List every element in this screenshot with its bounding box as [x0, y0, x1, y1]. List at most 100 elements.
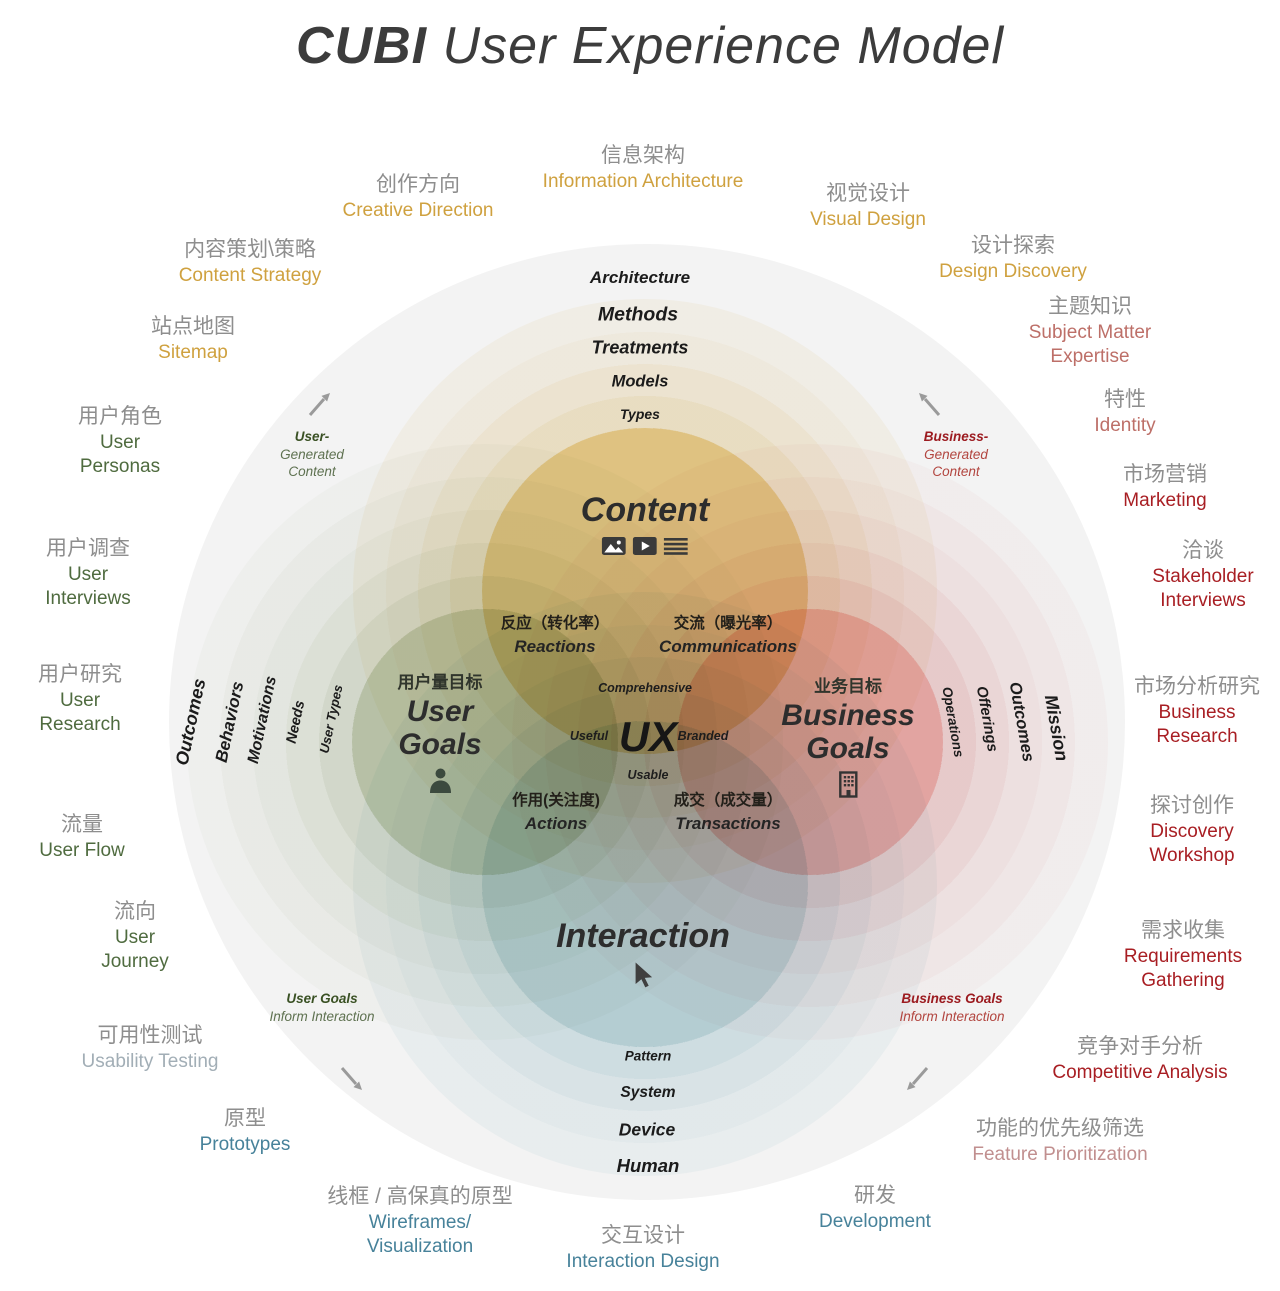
arrow-down-left-icon — [900, 1056, 934, 1095]
ux-center-label: UX — [618, 713, 678, 760]
label-content-strategy: 内容策划\策略 Content Strategy — [135, 237, 365, 288]
business-goals-label-line1: Business — [781, 699, 915, 732]
label-business-research: 市场分析研究 Business Research — [1132, 674, 1262, 750]
ux-comprehensive-label: Comprehensive — [598, 681, 692, 695]
label-zh: 用户调查 — [46, 537, 130, 560]
label-stakeholder-interviews: 洽谈 Stakeholder Interviews — [1133, 538, 1273, 614]
note-bold: User- — [294, 429, 330, 444]
label-usability-testing: 可用性测试 Usability Testing — [55, 1023, 245, 1074]
label-zh: 市场营销 — [1123, 463, 1207, 486]
ring-label-models: Models — [611, 372, 669, 391]
label-zh: 信息架构 — [601, 144, 685, 167]
actions-zh: 作用(关注度) — [512, 792, 600, 809]
label-en: Usability Testing — [81, 1050, 219, 1072]
label-zh: 需求收集 — [1141, 919, 1225, 942]
note-rest: Inform Interaction — [269, 1008, 375, 1024]
label-sitemap: 站点地图 Sitemap — [113, 314, 273, 365]
label-marketing: 市场营销 Marketing — [1100, 462, 1230, 513]
label-zh: 设计探索 — [971, 234, 1055, 257]
reactions-en: Reactions — [514, 637, 596, 657]
label-en: Development — [819, 1210, 931, 1232]
label-en: Competitive Analysis — [1052, 1061, 1228, 1083]
label-zh: 原型 — [224, 1107, 266, 1130]
ux-usable-label: Usable — [627, 768, 669, 782]
ring-label-architecture: Architecture — [589, 268, 691, 287]
business-goals-label-zh: 业务目标 — [813, 677, 882, 696]
label-en: Business Research — [1156, 701, 1238, 748]
communications-zh: 交流（曝光率） — [673, 615, 783, 632]
person-icon — [398, 767, 483, 798]
user-goals-label-line2: Goals — [398, 728, 482, 761]
user-goals-inform-interaction-note: User Goals Inform Interaction — [267, 990, 377, 1025]
label-en: Design Discovery — [939, 260, 1087, 282]
user-goals-label-zh: 用户量目标 — [397, 673, 483, 692]
label-subject-matter-expertise: 主题知识 Subject Matter Expertise — [1005, 294, 1175, 370]
note-bold: Business Goals — [901, 991, 1003, 1006]
label-zh: 可用性测试 — [97, 1024, 203, 1047]
note-rest: Inform Interaction — [899, 1008, 1005, 1024]
note-rest: Generated Content — [924, 446, 988, 480]
label-feature-prioritization: 功能的优先级筛选 Feature Prioritization — [930, 1116, 1190, 1167]
label-zh: 交互设计 — [601, 1224, 685, 1247]
ring-label-device: Device — [618, 1119, 676, 1140]
transactions-label: 成交（成交量） Transactions — [674, 790, 783, 837]
label-design-discovery: 设计探索 Design Discovery — [903, 233, 1123, 284]
text-lines-icon — [663, 537, 688, 560]
user-goals-label-line1: User — [406, 695, 474, 728]
actions-en: Actions — [524, 814, 588, 834]
transactions-en: Transactions — [675, 814, 781, 834]
label-zh: 流量 — [61, 813, 103, 836]
label-en: Stakeholder Interviews — [1152, 565, 1254, 612]
label-zh: 特性 — [1104, 388, 1146, 411]
transactions-zh: 成交（成交量） — [673, 792, 783, 809]
actions-label: 作用(关注度) Actions — [512, 790, 600, 837]
ring-label-treatments: Treatments — [591, 337, 689, 358]
label-development: 研发 Development — [795, 1183, 955, 1234]
label-zh: 创作方向 — [376, 173, 460, 196]
video-icon — [632, 537, 657, 560]
label-en: Requirements Gathering — [1123, 945, 1243, 992]
interaction-label-group: Interaction — [556, 917, 730, 994]
label-zh: 用户研究 — [38, 663, 122, 686]
label-zh: 流向 — [114, 900, 156, 923]
label-zh: 线框 / 高保真的原型 — [327, 1185, 513, 1208]
note-bold: Business- — [923, 429, 989, 444]
label-information-architecture: 信息架构 Information Architecture — [493, 143, 793, 194]
ring-label-system: System — [620, 1084, 676, 1101]
arrow-up-right-icon — [303, 388, 337, 427]
label-en: User Interviews — [45, 563, 131, 610]
title-acronym: CUBI — [295, 17, 428, 75]
user-generated-content-note: User- Generated Content — [262, 428, 362, 481]
label-zh: 竞争对手分析 — [1077, 1035, 1203, 1058]
content-icons — [581, 537, 709, 560]
communications-label: 交流（曝光率） Communications — [659, 613, 797, 660]
label-zh: 功能的优先级筛选 — [976, 1117, 1144, 1140]
label-requirements-gathering: 需求收集 Requirements Gathering — [1103, 918, 1263, 994]
business-generated-content-note: Business- Generated Content — [904, 428, 1008, 481]
label-en: Feature Prioritization — [972, 1143, 1148, 1165]
label-zh: 研发 — [854, 1184, 896, 1207]
reactions-zh: 反应（转化率） — [500, 615, 610, 632]
label-en: User Research — [39, 689, 121, 736]
label-user-research: 用户研究 User Research — [25, 662, 135, 738]
image-icon — [601, 537, 626, 560]
label-zh: 内容策划\策略 — [184, 238, 316, 261]
label-en: User Flow — [39, 839, 125, 861]
cursor-icon — [556, 961, 730, 994]
label-en: User Journey — [101, 926, 169, 973]
arrow-up-left-icon — [912, 388, 946, 427]
communications-en: Communications — [659, 637, 797, 657]
ux-useful-label: Useful — [569, 729, 609, 743]
label-zh: 主题知识 — [1048, 295, 1132, 318]
user-goals-label-group: 用户量目标 User Goals — [398, 668, 483, 798]
label-zh: 洽谈 — [1182, 539, 1224, 562]
label-en: Content Strategy — [178, 264, 322, 286]
label-discovery-workshop: 探讨创作 Discovery Workshop — [1132, 793, 1252, 869]
content-label: Content — [580, 491, 710, 529]
label-visual-design: 视觉设计 Visual Design — [778, 181, 958, 232]
ring-label-human: Human — [616, 1155, 680, 1176]
label-en: Wireframes/ Visualization — [366, 1211, 474, 1258]
label-en: Information Architecture — [542, 170, 744, 192]
label-creative-direction: 创作方向 Creative Direction — [308, 172, 528, 223]
